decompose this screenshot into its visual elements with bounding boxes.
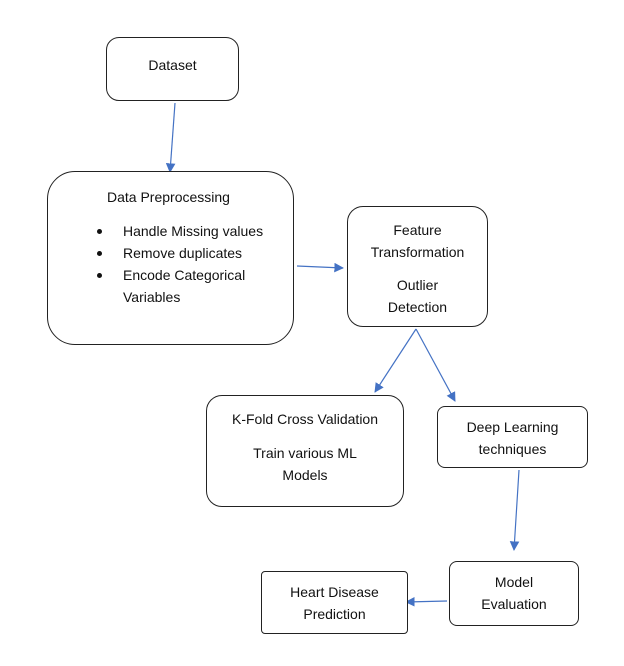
outlier-label-line1: Outlier [396, 277, 439, 293]
arrow-deep-learning-to-evaluation [509, 469, 520, 551]
arrow-preprocessing-to-feature [296, 262, 344, 273]
feature-transformation-node: Feature Transformation Outlier Detection [347, 206, 488, 327]
preprocessing-step-continuation: Variables [123, 289, 181, 305]
kfold-label-line3: Models [282, 467, 328, 483]
preprocessing-step: Encode Categorical [48, 264, 293, 286]
arrow-feature-to-deep-learning [415, 328, 456, 402]
deep-learning-label-line2: techniques [478, 441, 547, 457]
arrow-dataset-to-preprocessing [165, 102, 176, 173]
prediction-label-line1: Heart Disease [290, 584, 379, 600]
deep-learning-label-line1: Deep Learning [466, 419, 559, 435]
preprocessing-step: Handle Missing values [48, 220, 293, 242]
prediction-label-line2: Prediction [303, 606, 366, 622]
heart-disease-prediction-node: Heart Disease Prediction [261, 571, 408, 634]
kfold-validation-node: K-Fold Cross Validation Train various ML… [206, 395, 404, 507]
kfold-label-line2: Train various ML [253, 445, 357, 461]
preprocessing-steps-list: Handle Missing values Remove duplicates … [48, 220, 293, 286]
evaluation-label-line2: Evaluation [481, 596, 547, 612]
outlier-label-line2: Detection [387, 299, 448, 315]
model-evaluation-node: Model Evaluation [449, 561, 579, 626]
dataset-node: Dataset [106, 37, 239, 101]
deep-learning-node: Deep Learning techniques [437, 406, 588, 468]
arrow-evaluation-to-prediction [405, 596, 448, 607]
feature-label-line2: Transformation [370, 244, 465, 260]
dataset-label: Dataset [148, 57, 197, 73]
feature-label-line1: Feature [393, 222, 442, 238]
preprocessing-step: Remove duplicates [48, 242, 293, 264]
kfold-label-line1: K-Fold Cross Validation [231, 411, 379, 427]
data-preprocessing-node: Data Preprocessing Handle Missing values… [47, 171, 294, 345]
preprocessing-title: Data Preprocessing [107, 189, 230, 205]
evaluation-label-line1: Model [494, 574, 534, 590]
arrow-feature-to-kfold [374, 328, 417, 393]
